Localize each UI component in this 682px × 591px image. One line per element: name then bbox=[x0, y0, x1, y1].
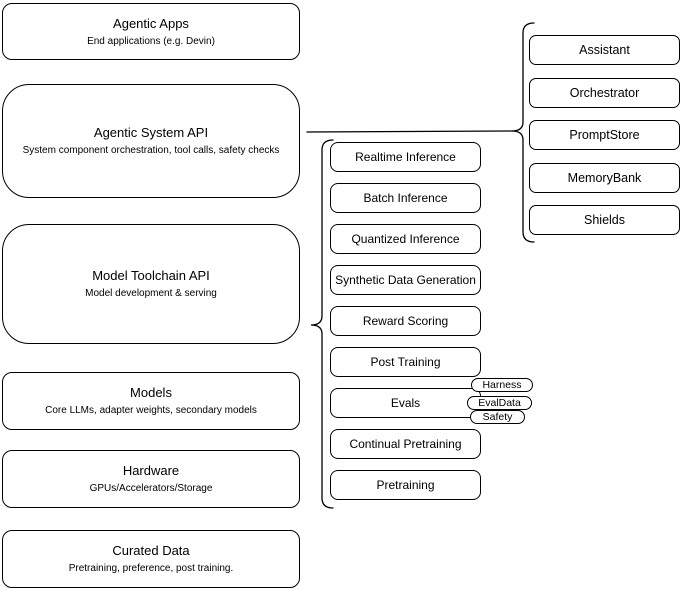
layer-subtitle: Pretraining, preference, post training. bbox=[68, 563, 234, 574]
component-item-orchestrator: Orchestrator bbox=[529, 77, 680, 108]
layer-hardware: Hardware GPUs/Accelerators/Storage bbox=[2, 450, 300, 508]
layer-agentic-system-api: Agentic System API System component orch… bbox=[2, 84, 300, 198]
api-to-components-connector bbox=[306, 130, 513, 133]
layer-model-toolchain-api: Model Toolchain API Model development & … bbox=[2, 224, 300, 344]
toolchain-item-evals: Evals bbox=[330, 388, 481, 418]
layer-subtitle: System component orchestration, tool cal… bbox=[22, 145, 280, 156]
toolchain-item-batch-inference: Batch Inference bbox=[330, 183, 481, 213]
toolchain-item-realtime-inference: Realtime Inference bbox=[330, 142, 481, 172]
toolchain-item-post-training: Post Training bbox=[330, 347, 481, 377]
layer-subtitle: Model development & serving bbox=[85, 288, 217, 299]
layer-title: Model Toolchain API bbox=[92, 268, 210, 283]
layer-subtitle: End applications (e.g. Devin) bbox=[87, 35, 215, 47]
layer-subtitle: Core LLMs, adapter weights, secondary mo… bbox=[45, 405, 257, 416]
layer-models: Models Core LLMs, adapter weights, secon… bbox=[2, 372, 300, 430]
layer-agentic-apps: Agentic Apps End applications (e.g. Devi… bbox=[2, 3, 300, 60]
layer-title: Hardware bbox=[122, 463, 180, 478]
component-item-assistant: Assistant bbox=[529, 35, 680, 65]
toolchain-item-reward-scoring: Reward Scoring bbox=[330, 306, 481, 336]
component-item-memorybank: MemoryBank bbox=[529, 162, 680, 193]
component-item-shields: Shields bbox=[529, 205, 680, 235]
layer-title: Models bbox=[130, 385, 172, 400]
layer-subtitle: GPUs/Accelerators/Storage bbox=[89, 483, 213, 494]
toolchain-capabilities-list: Realtime Inference Batch Inference Quant… bbox=[330, 142, 481, 500]
eval-tag-safety: Safety bbox=[470, 410, 525, 424]
layer-title: Agentic Apps bbox=[113, 15, 189, 31]
layer-title: Agentic System API bbox=[93, 125, 209, 140]
toolchain-item-continual-pretraining: Continual Pretraining bbox=[330, 429, 481, 459]
eval-tag-evaldata: EvalData bbox=[467, 396, 532, 410]
layer-curated-data: Curated Data Pretraining, preference, po… bbox=[2, 530, 300, 588]
system-components-list: Assistant Orchestrator PromptStore Memor… bbox=[529, 35, 680, 235]
layer-title: Curated Data bbox=[112, 543, 190, 558]
toolchain-item-quantized-inference: Quantized Inference bbox=[330, 224, 481, 254]
eval-tag-harness: Harness bbox=[471, 378, 533, 392]
component-item-promptstore: PromptStore bbox=[529, 120, 680, 150]
toolchain-item-synthetic-data-generation: Synthetic Data Generation bbox=[330, 265, 481, 295]
toolchain-item-pretraining: Pretraining bbox=[330, 470, 481, 500]
